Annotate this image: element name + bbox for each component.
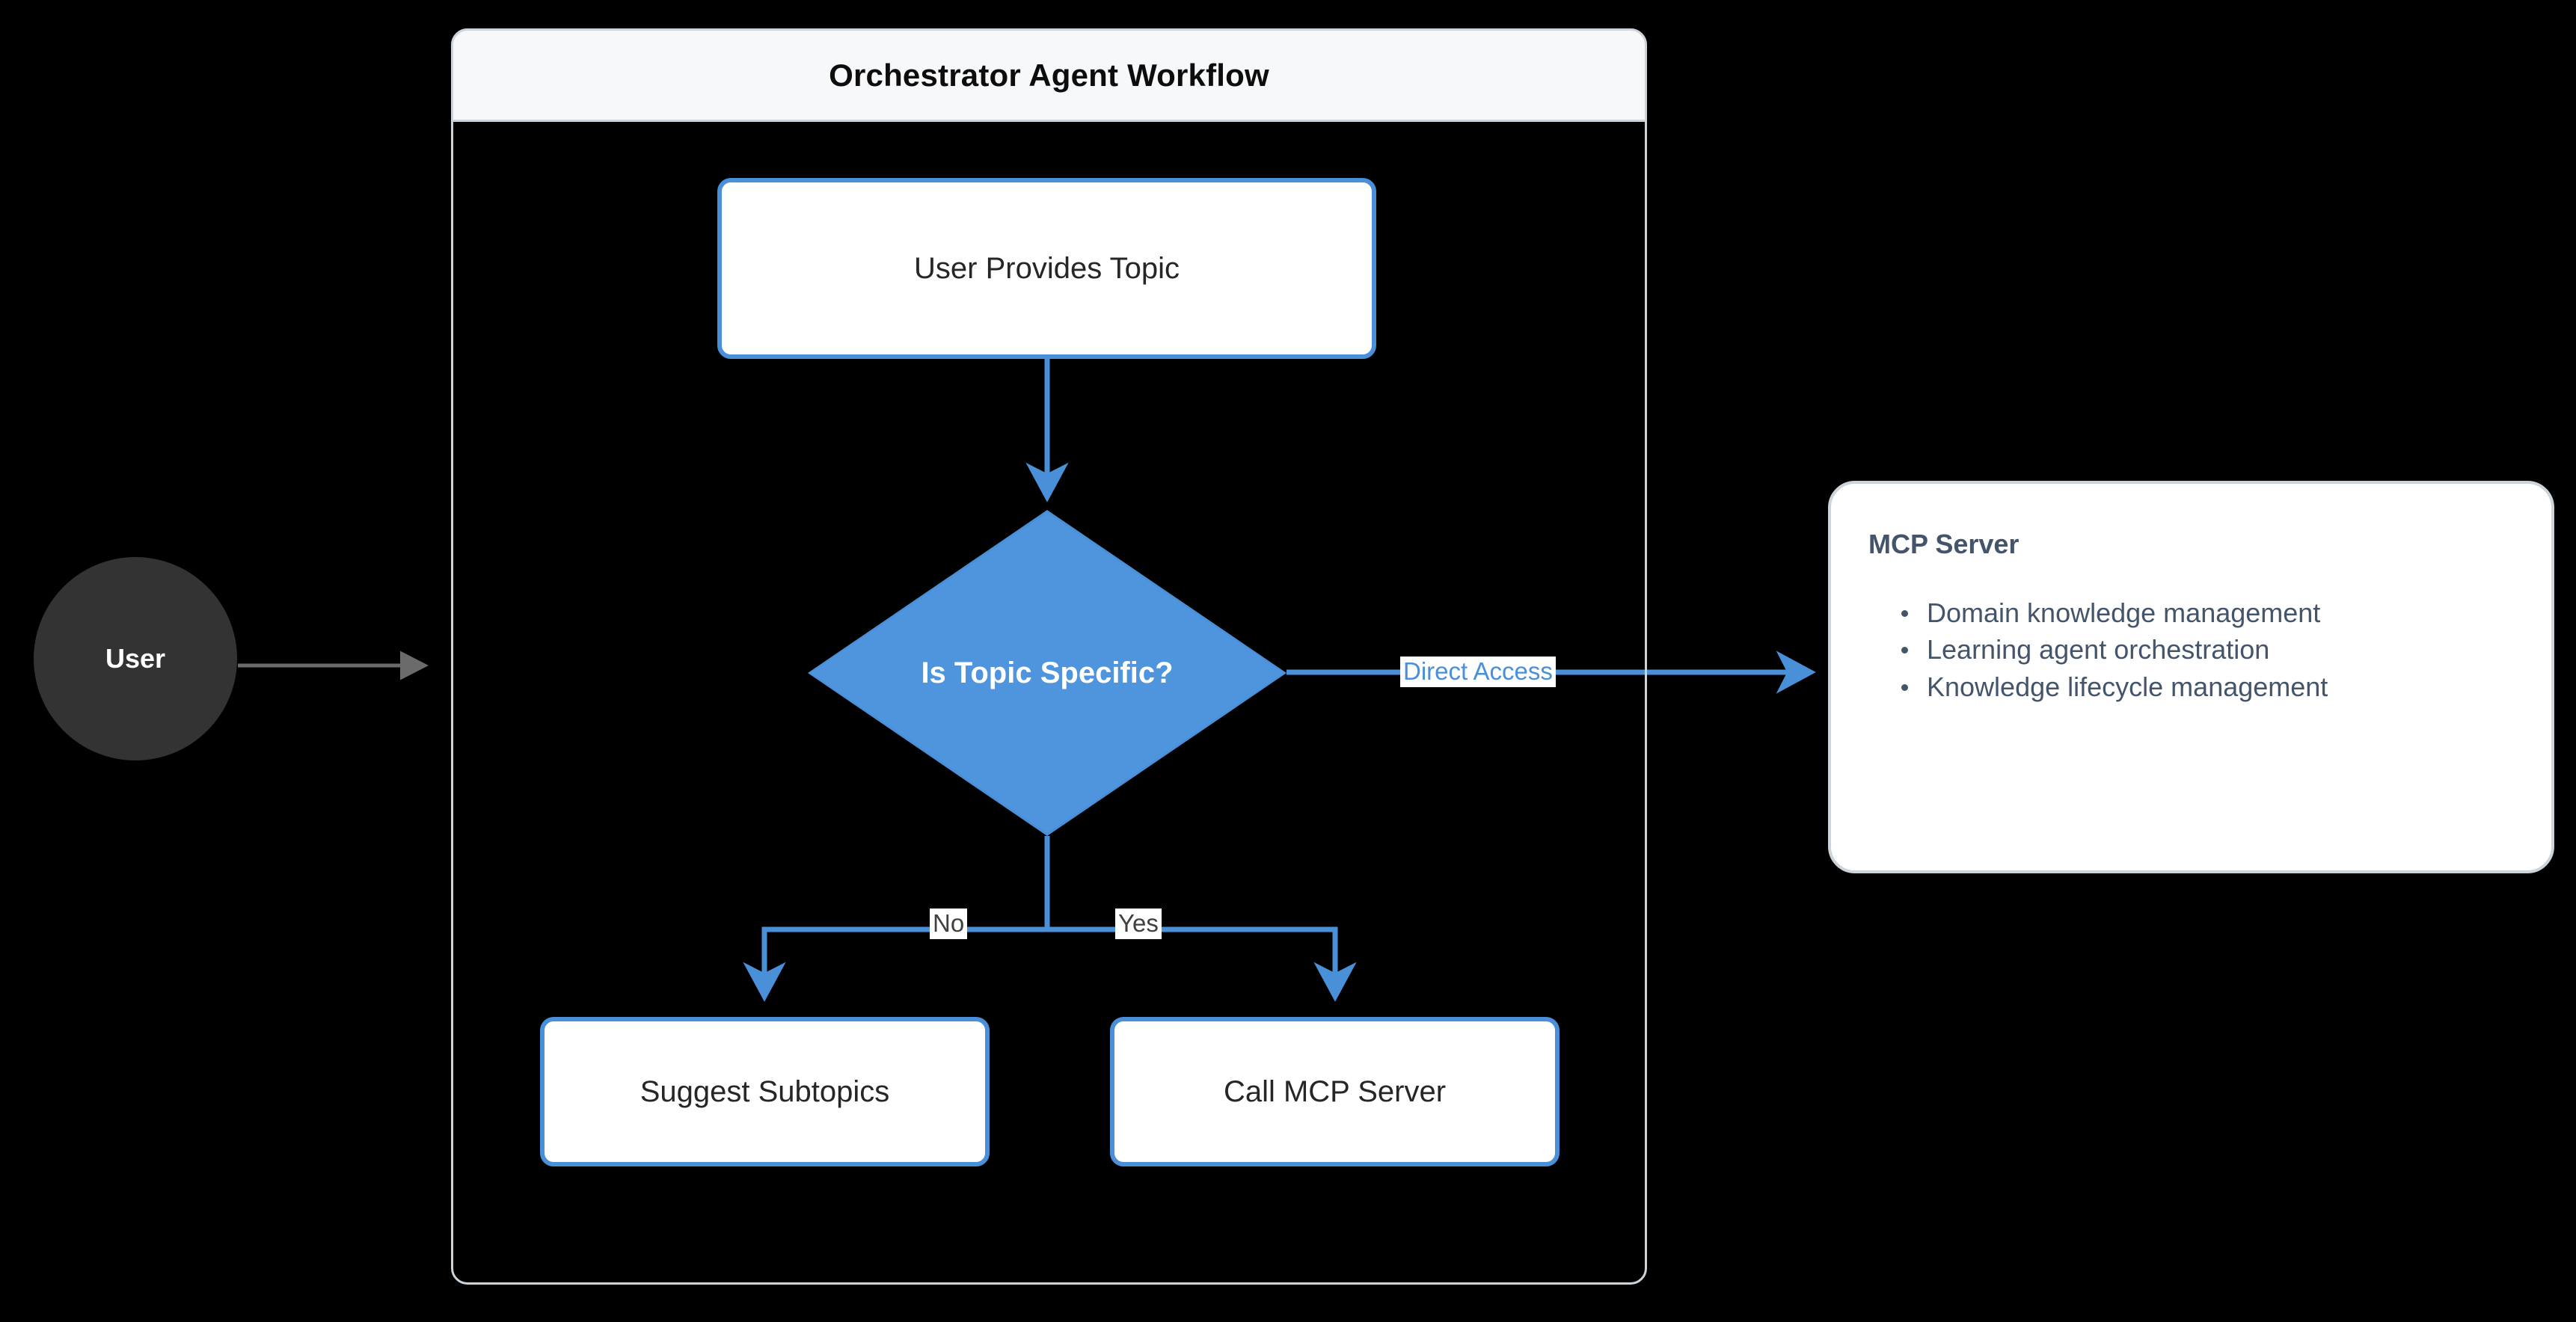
mcp-server-capability-list: Domain knowledge management Learning age… [1868,594,2514,705]
node-call-mcp-server[interactable]: Call MCP Server [1110,1017,1560,1166]
node-user-provides-topic[interactable]: User Provides Topic [717,178,1376,359]
subgraph-title: Orchestrator Agent Workflow [451,28,1647,122]
node-suggest-subtopics[interactable]: Suggest Subtopics [540,1017,990,1166]
list-item: Knowledge lifecycle management [1901,668,2514,705]
subgraph-orchestrator-agent-workflow: Orchestrator Agent Workflow [451,28,1647,1285]
list-item: Learning agent orchestration [1901,631,2514,668]
actor-user[interactable]: User [34,557,237,760]
node-is-topic-specific[interactable]: Is Topic Specific? [808,510,1287,836]
node-user-provides-topic-label: User Provides Topic [914,251,1180,285]
edge-label-no: No [930,909,968,939]
node-call-mcp-server-label: Call MCP Server [1223,1074,1447,1108]
mcp-server-heading: MCP Server [1868,529,2020,559]
edge-label-yes: Yes [1115,909,1162,939]
node-suggest-subtopics-label: Suggest Subtopics [640,1074,890,1108]
actor-user-label: User [105,643,166,674]
mcp-server-panel: MCP Server Domain knowledge management L… [1828,481,2554,873]
node-is-topic-specific-label: Is Topic Specific? [921,656,1174,689]
edge-label-direct-access: Direct Access [1400,657,1556,687]
list-item: Domain knowledge management [1901,594,2514,631]
